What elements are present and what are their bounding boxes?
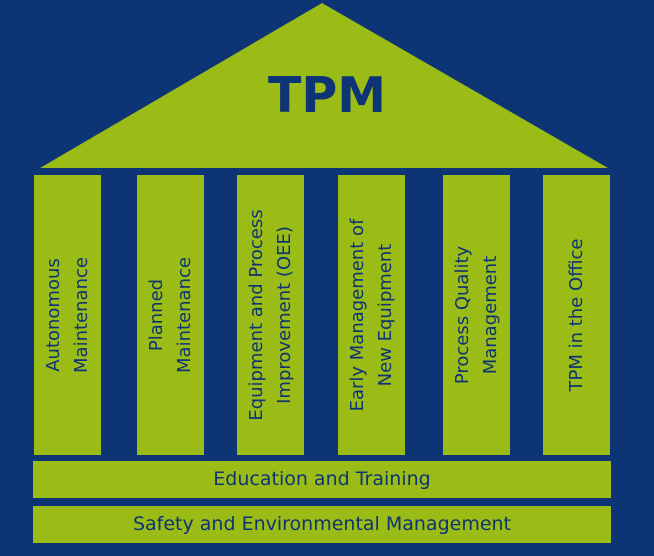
pillar-label: TPM in the Office — [565, 238, 587, 392]
pillar-early-equipment-management: Early Management of New Equipment — [338, 175, 405, 455]
foundation-safety-environment: Safety and Environmental Management — [33, 506, 611, 543]
pillar-planned-maintenance: Planned Maintenance — [137, 175, 204, 455]
foundation-education-training: Education and Training — [33, 461, 611, 498]
pillar-tpm-in-office: TPM in the Office — [543, 175, 610, 455]
pillar-equipment-process-improvement: Equipment and Process Improvement (OEE) — [237, 175, 304, 455]
pillar-autonomous-maintenance: Autonomous Maintenance — [34, 175, 101, 455]
roof-triangle — [40, 3, 608, 168]
pillar-label: Equipment and Process Improvement (OEE) — [245, 209, 295, 421]
roof — [40, 3, 608, 168]
pillar-process-quality-management: Process Quality Management — [443, 175, 510, 455]
pillar-label: Autonomous Maintenance — [42, 257, 92, 373]
pillar-label: Planned Maintenance — [145, 257, 195, 373]
pillar-label: Early Management of New Equipment — [346, 218, 396, 412]
pillar-label: Process Quality Management — [451, 245, 501, 385]
roof-title: TPM — [267, 67, 387, 124]
